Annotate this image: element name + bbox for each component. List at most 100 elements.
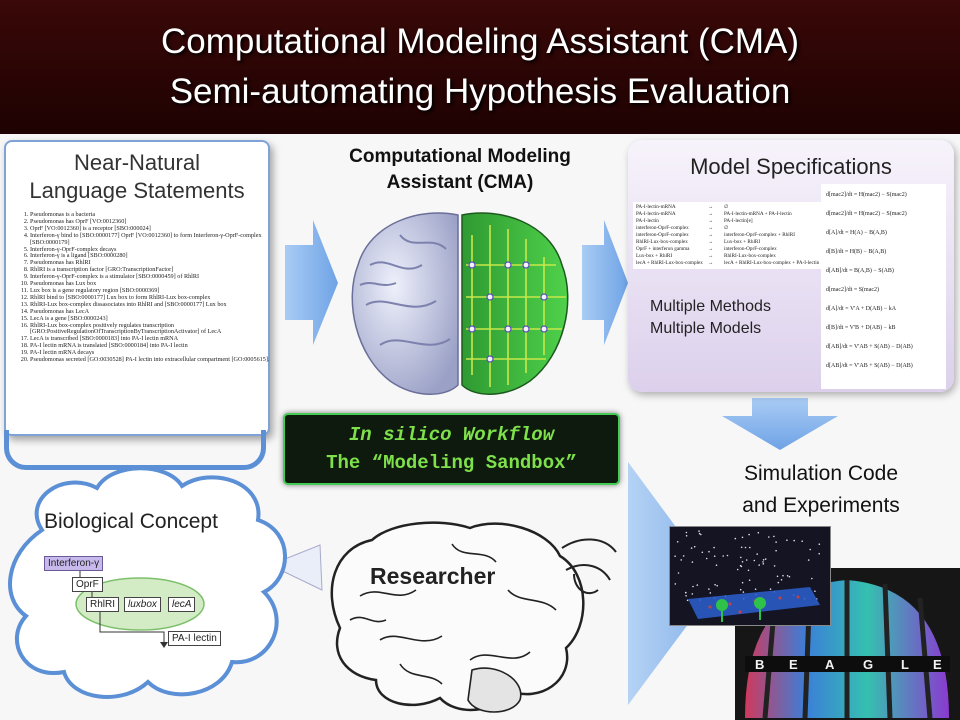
beagle-letter: A bbox=[825, 657, 835, 672]
particle bbox=[809, 548, 811, 551]
particle bbox=[722, 555, 724, 557]
particle bbox=[780, 579, 783, 581]
particle bbox=[793, 539, 795, 542]
particle bbox=[744, 546, 747, 549]
statement-item: Lux box is a gene regulatory region [SBO… bbox=[30, 287, 278, 295]
equation: d[B]/dt = V'B + D(AB) − kB bbox=[826, 325, 896, 331]
nl-heading-line2: Language Statements bbox=[29, 178, 245, 203]
equation: d[AB]/dt = B(A,B) − S(AB) bbox=[826, 268, 894, 274]
particle bbox=[757, 531, 760, 534]
particle bbox=[777, 581, 780, 584]
reaction-row: RhlRI-Lux-box-complex→Lux-box + RhlRI bbox=[636, 239, 761, 245]
beagle-letter: E bbox=[933, 657, 942, 672]
particle bbox=[775, 549, 777, 552]
equation: d[AB]/dt = V'AB + S(AB) − D(AB) bbox=[826, 344, 913, 350]
particle bbox=[745, 559, 748, 561]
reaction-row: OprF + interferon gamma→interferon-OprF-… bbox=[636, 246, 777, 252]
statement-item: Pseudomonas has LecA bbox=[30, 308, 278, 316]
particle bbox=[814, 590, 816, 592]
particle bbox=[782, 574, 784, 577]
particle bbox=[705, 557, 708, 560]
equation: d[A]/dt = V'A + D(AB) − kA bbox=[826, 306, 897, 312]
statement-item: RhlRI-Lux box-complex positively regulat… bbox=[30, 322, 278, 337]
particle bbox=[740, 546, 743, 549]
particle bbox=[739, 564, 742, 567]
node-luxbox: luxbox bbox=[124, 597, 161, 612]
statement-item: LecA is a gene [SBO:0000243] bbox=[30, 315, 278, 323]
particle bbox=[716, 584, 718, 587]
particle bbox=[807, 559, 810, 561]
beagle-letter: G bbox=[863, 657, 873, 672]
particle bbox=[682, 555, 685, 557]
model-spec-heading: Model Specifications bbox=[690, 154, 892, 179]
particle bbox=[691, 561, 694, 563]
reaction-table: PA-I-lectin-mRNA→∅ PA-I-lectin-mRNA→PA-I… bbox=[633, 202, 839, 269]
particle bbox=[691, 593, 694, 595]
particle bbox=[741, 536, 744, 539]
statement-item: LecA is transcribed [SBO:0000183] into P… bbox=[30, 335, 278, 343]
statement-item: Pseudomonas has Lux box bbox=[30, 280, 278, 288]
node-pa-lectin: PA-I lectin bbox=[168, 631, 221, 646]
simulation-label-line2: and Experiments bbox=[742, 494, 900, 517]
particle bbox=[692, 585, 694, 588]
particle bbox=[747, 569, 750, 572]
agent-simulation-render bbox=[674, 530, 821, 622]
particle bbox=[756, 553, 758, 555]
particle bbox=[701, 551, 704, 554]
particle bbox=[693, 545, 696, 548]
title-banner: Computational Modeling Assistant (CMA) S… bbox=[0, 0, 960, 134]
cma-title-line2: Assistant (CMA) bbox=[386, 172, 534, 193]
particle bbox=[736, 568, 739, 571]
researcher-label: Researcher bbox=[370, 563, 496, 589]
reaction-row: interferon-OprF-complex→∅ bbox=[636, 225, 729, 231]
arrow-nl-to-cma bbox=[285, 220, 338, 345]
model-sub-line1: Multiple Methods bbox=[650, 298, 771, 315]
model-specifications-panel: Model Specifications PA-I-lectin-mRNA→∅ … bbox=[628, 140, 954, 392]
equation: d[A]/dt = H(A) − B(A,B) bbox=[826, 230, 887, 236]
particle bbox=[686, 599, 689, 602]
statement-item: Pseudomonas secreted [GO:0030528] PA-I l… bbox=[30, 356, 278, 364]
particle bbox=[708, 550, 710, 553]
particle bbox=[773, 565, 776, 567]
equation: d[mac2]/dt = H(mac2) − S(mac2) bbox=[826, 211, 907, 217]
particle bbox=[709, 592, 712, 594]
particle bbox=[698, 530, 700, 532]
statement-item: RhlRI-Lux box-complex dissasociates into… bbox=[30, 301, 278, 309]
particle bbox=[685, 595, 687, 597]
simulation-screenshot bbox=[669, 526, 831, 626]
simulation-label-line1: Simulation Code bbox=[743, 462, 899, 485]
statement-item: Interferon-γ is a ligand [SBO:0000280] bbox=[30, 253, 278, 260]
statement-item: RhlRI bind to [SBO:0000177] Lux box to f… bbox=[30, 294, 278, 302]
arrow-cma-to-model bbox=[582, 220, 628, 345]
particle bbox=[818, 552, 820, 555]
particle bbox=[685, 535, 688, 537]
reaction-row: PA-I-lectin→PA-I-lectin[e] bbox=[636, 218, 753, 224]
particle bbox=[674, 555, 676, 557]
particle bbox=[726, 554, 729, 557]
particle bbox=[769, 588, 772, 590]
particle bbox=[676, 541, 679, 543]
particle bbox=[768, 536, 770, 538]
biological-concept-label: Biological Concept bbox=[44, 510, 218, 533]
particle bbox=[801, 540, 803, 542]
reaction-row: PA-I-lectin-mRNA→∅ bbox=[636, 204, 729, 210]
particle bbox=[677, 572, 680, 574]
particle bbox=[739, 588, 742, 591]
near-natural-language-panel: Near-Natural Language Statements Pseudom… bbox=[4, 140, 270, 436]
reaction-row: interferon-OprF-complex→interferon-OprF-… bbox=[636, 232, 795, 238]
particle bbox=[754, 588, 757, 590]
cyber-brain-image bbox=[351, 212, 569, 395]
particle bbox=[741, 581, 744, 584]
reaction-row: PA-I-lectin-mRNA→PA-I-lectin-mRNA + PA-I… bbox=[636, 211, 792, 217]
particle bbox=[734, 537, 737, 540]
particle bbox=[786, 575, 789, 577]
particle bbox=[762, 559, 765, 561]
nl-heading-line1: Near-Natural bbox=[74, 150, 200, 175]
thought-pointer bbox=[268, 544, 323, 591]
statement-item: Interferon-γ bind to [SBO:0000177] OprF … bbox=[30, 232, 278, 247]
particle bbox=[773, 535, 775, 538]
statement-item: RhlRI is a transcription factor [GRO:Tra… bbox=[30, 266, 278, 274]
statement-item: Pseudomonas has OprF [VO:0012360] bbox=[30, 218, 278, 226]
